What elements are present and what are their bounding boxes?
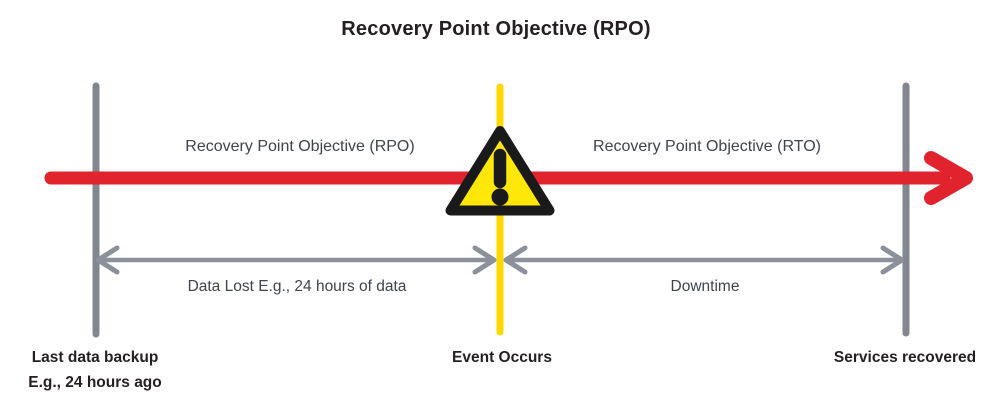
warning-triangle-icon	[445, 126, 555, 216]
backup-label: Last data backup E.g., 24 hours ago	[28, 345, 162, 395]
data-lost-label: Data Lost E.g., 24 hours of data	[187, 278, 407, 295]
data-lost-span-arrow	[95, 245, 497, 275]
rpo-segment-label: Recovery Point Objective (RPO)	[185, 138, 415, 155]
downtime-label: Downtime	[670, 278, 740, 295]
services-recovered-label: Services recovered	[833, 349, 977, 366]
downtime-span-arrow	[503, 245, 905, 275]
event-occurs-label: Event Occurs	[452, 349, 552, 366]
backup-label-line2: E.g., 24 hours ago	[28, 374, 162, 391]
diagram-title: Recovery Point Objective (RPO)	[341, 18, 651, 40]
backup-label-line1: Last data backup	[31, 349, 159, 366]
timeline-arrowhead	[924, 151, 973, 205]
rto-segment-label: Recovery Point Objective (RTO)	[593, 138, 821, 155]
warning-exclamation-dot	[491, 188, 509, 206]
